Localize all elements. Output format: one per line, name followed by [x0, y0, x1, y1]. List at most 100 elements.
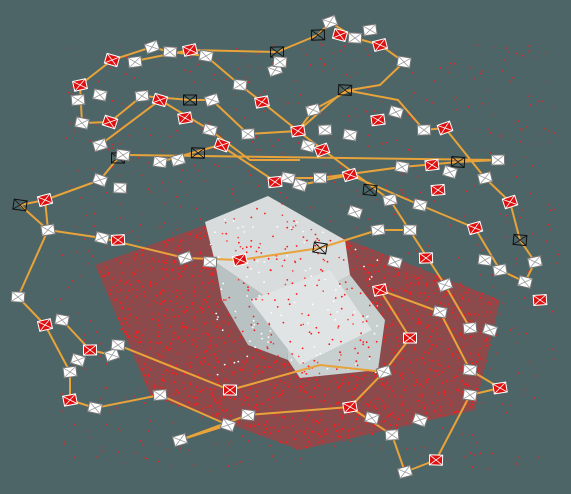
camera-frustum[interactable] [346, 204, 364, 220]
camera-frustum[interactable] [481, 322, 499, 338]
camera-frustum[interactable] [91, 172, 109, 188]
camera-frustum[interactable] [82, 344, 98, 356]
camera-frustum[interactable] [240, 408, 256, 422]
camera-frustum[interactable] [476, 171, 494, 185]
camera-frustum[interactable] [402, 224, 418, 236]
camera-frustum[interactable] [490, 154, 506, 166]
camera-frustum[interactable] [291, 177, 309, 193]
camera-frustum[interactable] [272, 55, 288, 69]
camera-frustum[interactable] [362, 183, 378, 197]
camera-frustum[interactable] [375, 364, 393, 380]
camera-frustum[interactable] [103, 52, 121, 68]
camera-frustum[interactable] [110, 338, 126, 352]
camera-frustum[interactable] [72, 78, 88, 92]
camera-frustum[interactable] [12, 198, 28, 212]
camera-frustum[interactable] [317, 124, 333, 136]
camera-frustum[interactable] [347, 32, 363, 44]
camera-frustum[interactable] [304, 102, 322, 118]
camera-frustum[interactable] [115, 148, 131, 162]
camera-frustum[interactable] [143, 39, 161, 55]
camera-frustum[interactable] [382, 193, 398, 207]
camera-frustum[interactable] [372, 283, 388, 297]
camera-frustum[interactable] [436, 120, 454, 136]
camera-frustum[interactable] [363, 411, 381, 425]
camera-frustum[interactable] [371, 37, 389, 53]
camera-frustum[interactable] [416, 124, 432, 136]
camera-frustum[interactable] [198, 49, 214, 63]
camera-frustum[interactable] [231, 252, 249, 268]
camera-frustum[interactable] [418, 252, 434, 264]
camera-frustum[interactable] [477, 253, 493, 267]
camera-frustum[interactable] [190, 147, 206, 159]
camera-frustum[interactable] [70, 93, 86, 107]
camera-frustum[interactable] [62, 365, 78, 379]
camera-frustum[interactable] [466, 220, 484, 236]
camera-frustum[interactable] [213, 137, 231, 153]
camera-frustum[interactable] [441, 164, 459, 180]
camera-frustum[interactable] [36, 318, 54, 332]
camera-frustum[interactable] [69, 352, 87, 368]
camera-frustum[interactable] [181, 43, 199, 57]
camera-frustum[interactable] [462, 363, 478, 377]
camera-frustum[interactable] [36, 192, 54, 208]
camera-frustum[interactable] [432, 305, 448, 319]
camera-frustum[interactable] [362, 23, 378, 37]
camera-frustum[interactable] [384, 429, 400, 441]
camera-frustum[interactable] [396, 464, 414, 480]
camera-frustum[interactable] [394, 160, 410, 174]
camera-frustum[interactable] [110, 234, 126, 246]
camera-frustum[interactable] [54, 313, 70, 327]
camera-frustum[interactable] [62, 393, 78, 407]
camera-frustum[interactable] [240, 128, 256, 140]
camera-frustum[interactable] [412, 198, 428, 212]
camera-frustum[interactable] [387, 104, 405, 120]
camera-frustum[interactable] [370, 113, 386, 127]
camera-frustum[interactable] [516, 275, 534, 289]
camera-frustum[interactable] [151, 92, 169, 108]
camera-frustum[interactable] [492, 381, 508, 395]
camera-frustum[interactable] [527, 255, 543, 269]
camera-frustum[interactable] [87, 401, 103, 415]
camera-frustum[interactable] [219, 417, 237, 433]
camera-frustum[interactable] [462, 388, 478, 402]
camera-frustum[interactable] [370, 223, 386, 237]
camera-frustum[interactable] [176, 250, 194, 266]
camera-frustum[interactable] [112, 182, 128, 194]
camera-frustum[interactable] [386, 254, 404, 270]
camera-frustum[interactable] [331, 27, 349, 43]
camera-frustum[interactable] [183, 94, 197, 106]
camera-frustum[interactable] [321, 14, 339, 30]
camera-frustum[interactable] [92, 88, 108, 102]
camera-frustum[interactable] [532, 294, 548, 306]
camera-frustum[interactable] [232, 78, 248, 92]
camera-frustum[interactable] [492, 263, 508, 277]
camera-frustum[interactable] [436, 277, 454, 293]
camera-frustum[interactable] [267, 175, 283, 189]
camera-frustum[interactable] [313, 142, 331, 158]
camera-frustum[interactable] [424, 158, 440, 172]
camera-frustum[interactable] [403, 332, 417, 344]
camera-frustum[interactable] [74, 116, 90, 130]
camera-frustum[interactable] [337, 84, 353, 96]
camera-frustum[interactable] [91, 137, 109, 153]
camera-frustum[interactable] [134, 89, 150, 103]
camera-frustum[interactable] [501, 194, 519, 210]
camera-frustum[interactable] [254, 95, 270, 109]
camera-frustum[interactable] [428, 454, 444, 466]
camera-frustum[interactable] [177, 111, 193, 125]
camera-frustum[interactable] [152, 388, 168, 402]
camera-frustum[interactable] [202, 256, 218, 268]
camera-frustum[interactable] [169, 152, 187, 168]
camera-frustum[interactable] [450, 156, 466, 168]
camera-frustum[interactable] [290, 124, 306, 138]
camera-frustum[interactable] [430, 183, 446, 197]
camera-frustum[interactable] [512, 233, 528, 247]
camera-frustum[interactable] [222, 384, 238, 396]
camera-frustum[interactable] [10, 291, 26, 303]
camera-frustum[interactable] [203, 92, 221, 108]
camera-frustum[interactable] [462, 321, 478, 335]
camera-frustum[interactable] [127, 55, 143, 69]
camera-frustum[interactable] [171, 432, 189, 448]
camera-frustum[interactable] [312, 241, 328, 255]
camera-frustum[interactable] [101, 114, 119, 130]
